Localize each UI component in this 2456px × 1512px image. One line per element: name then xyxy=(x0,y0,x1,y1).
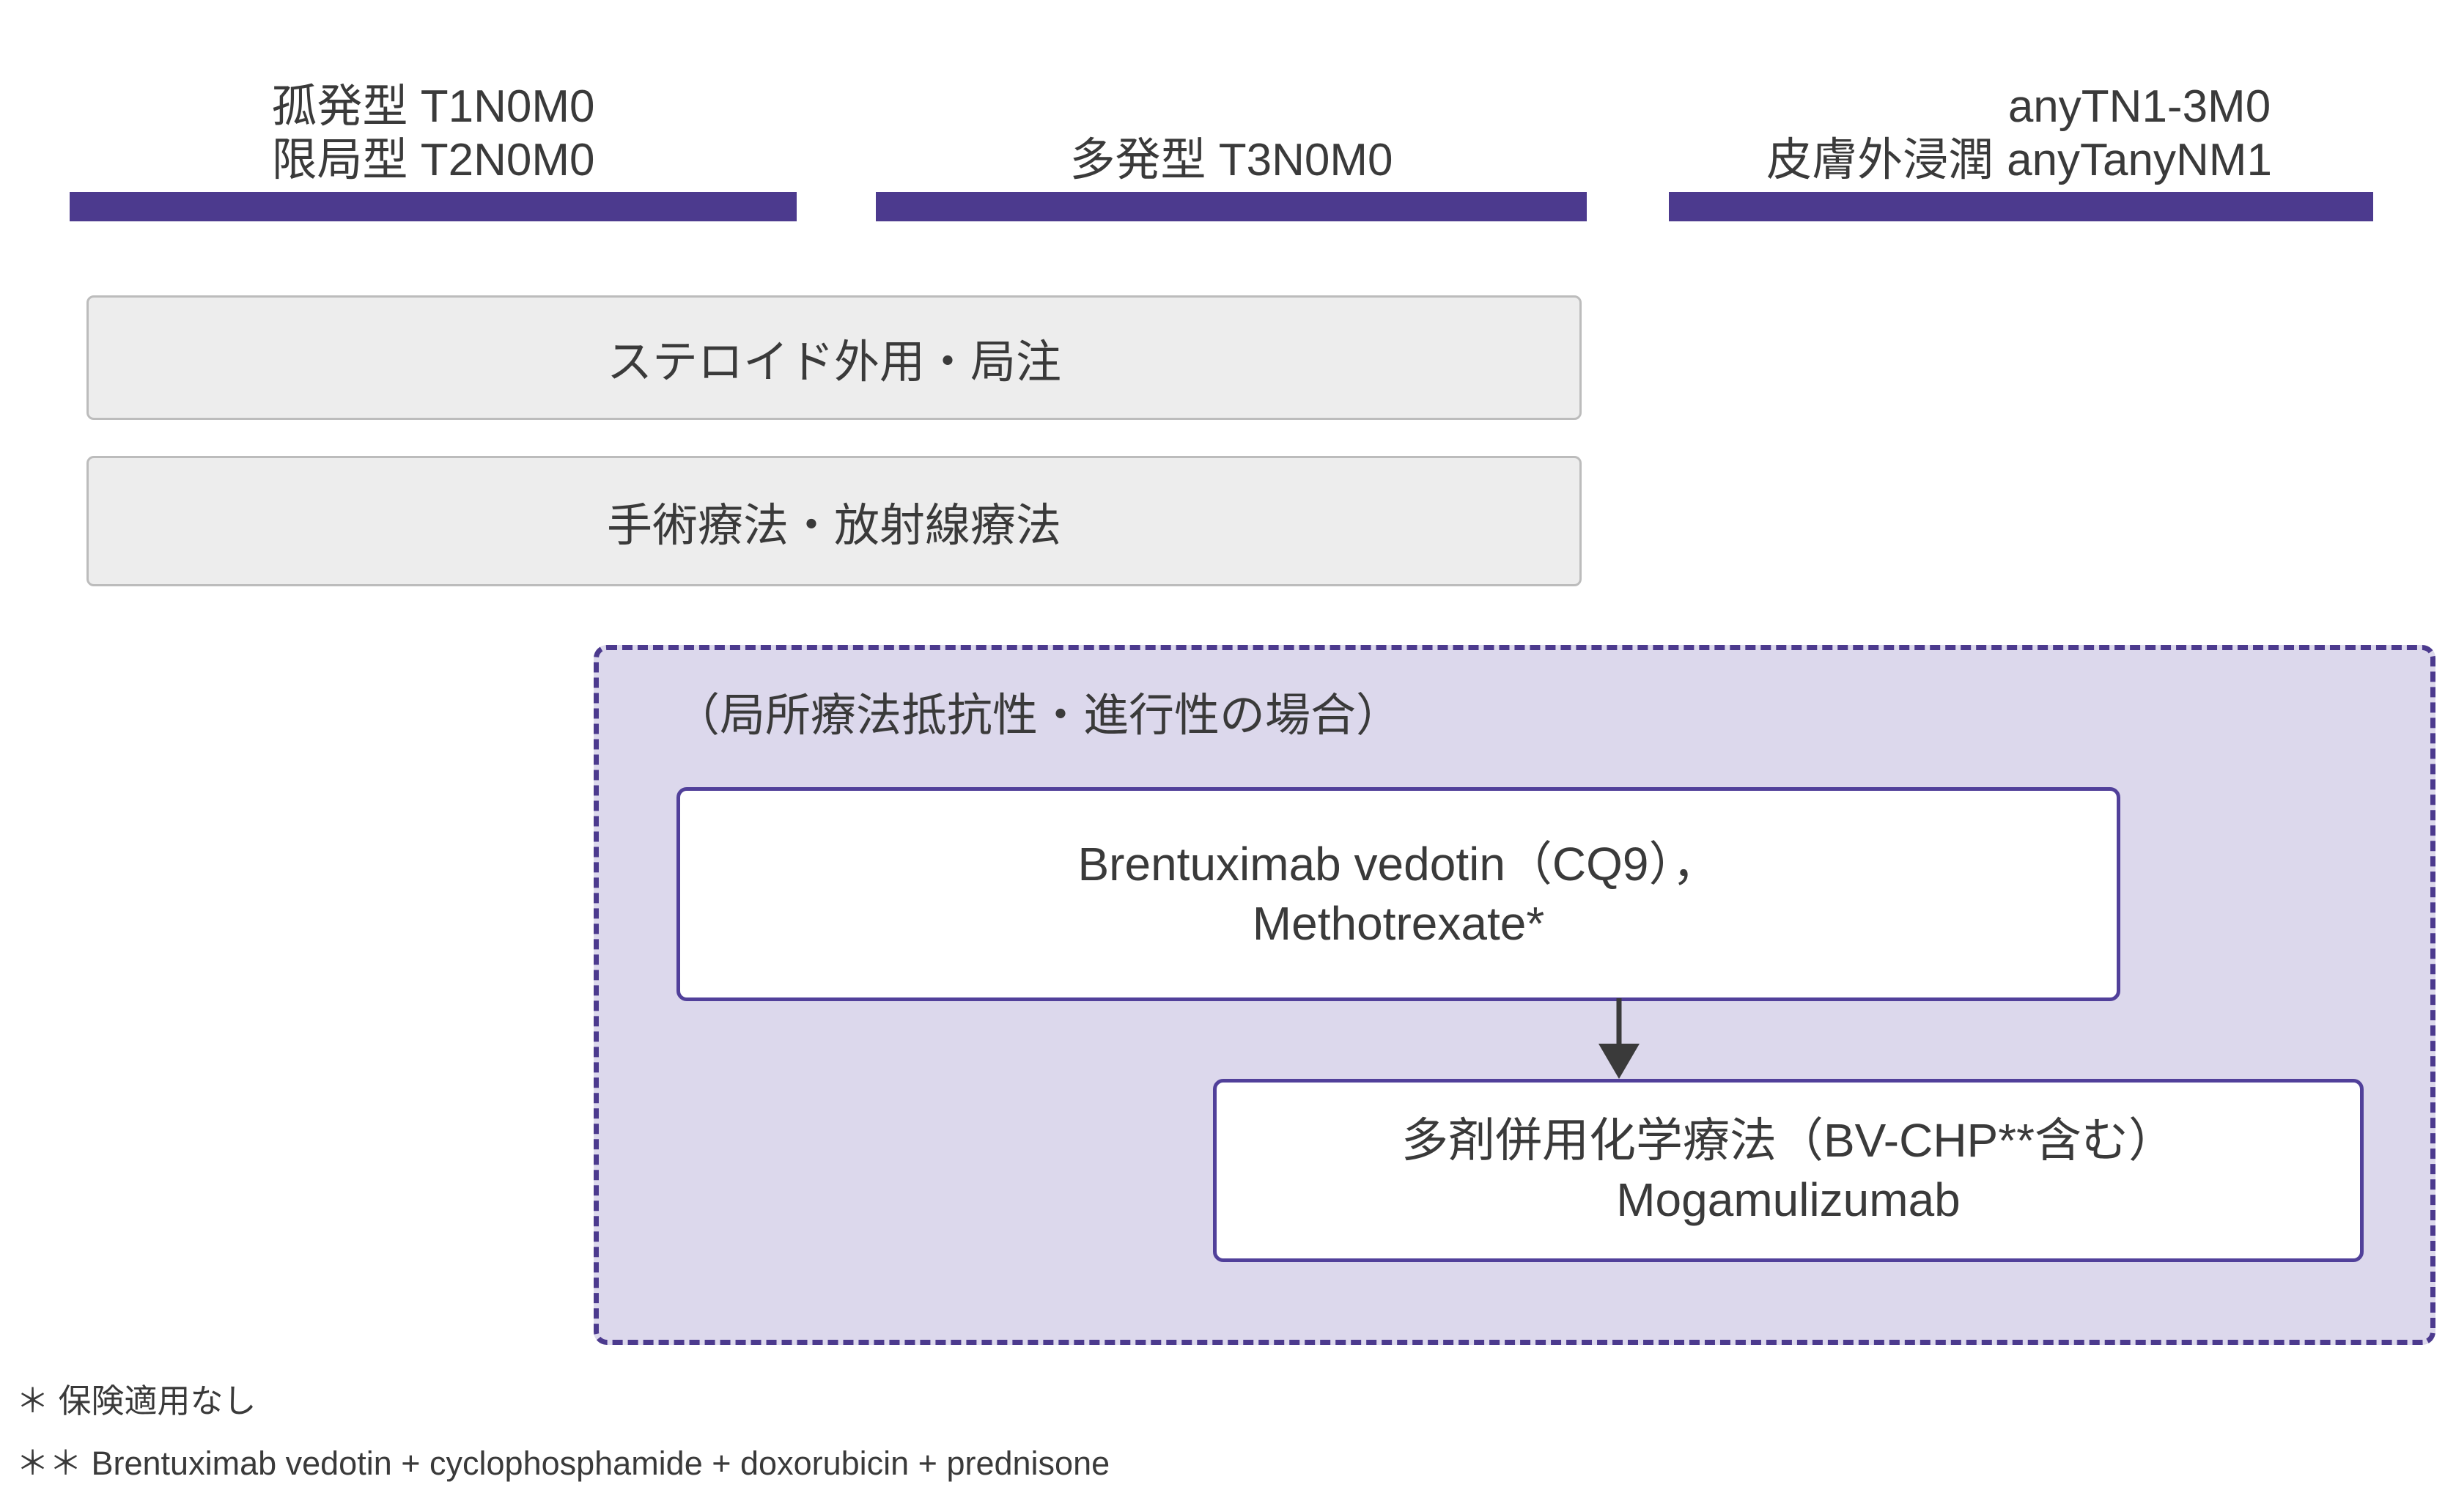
column-header-extracutaneous-label: 皮膚外浸潤 xyxy=(1766,134,1994,185)
column-header-line-1: anyTN1-3M0 xyxy=(2007,81,2271,132)
second-line-therapy-line-2: Mogamulizumab xyxy=(1616,1173,1961,1226)
refractory-region-title: （局所療法抵抗性・進行性の場合） xyxy=(674,690,1402,741)
footnote-double-asterisk: ＊＊ Brentuximab vedotin + cyclophosphamid… xyxy=(16,1445,1110,1482)
column-header-line-1: 多発型 T3N0M0 xyxy=(1069,134,1393,185)
column-header-extracutaneous-stage-lines: anyTN1-3M0 anyTanyNM1 xyxy=(2007,80,2272,187)
column-rule-multifocal xyxy=(876,192,1587,221)
second-line-therapy-box[interactable]: 多剤併用化学療法（BV-CHP**含む） Mogamulizumab xyxy=(1213,1079,2364,1262)
therapy-box-topical-steroid[interactable]: ステロイド外用・局注 xyxy=(86,295,1582,420)
second-line-therapy-line-1: 多剤併用化学療法（BV-CHP**含む） xyxy=(1401,1114,2176,1168)
column-header-line-2: 限局型 T2N0M0 xyxy=(271,134,595,185)
first-line-therapy-box[interactable]: Brentuximab vedotin（CQ9）， Methotrexate* xyxy=(676,787,2120,1001)
therapy-box-label: 手術療法・放射線療法 xyxy=(606,501,1061,551)
column-header-extracutaneous-inline: 皮膚外浸潤 anyTN1-3M0 anyTanyNM1 xyxy=(1766,80,2272,187)
column-rule-extracutaneous xyxy=(1669,192,2373,221)
footnote-single-asterisk: ＊ 保険適用なし xyxy=(16,1382,257,1420)
column-rule-solitary-localized xyxy=(70,192,797,221)
column-header-line-1: 孤発型 T1N0M0 xyxy=(271,81,595,132)
column-header-line-2: anyTanyNM1 xyxy=(2007,134,2272,185)
column-header-multifocal: 多発型 T3N0M0 xyxy=(876,7,1587,187)
column-header-solitary-localized: 孤発型 T1N0M0 限局型 T2N0M0 xyxy=(70,7,797,187)
column-header-multifocal-lines: 多発型 T3N0M0 xyxy=(1070,133,1393,187)
column-header-extracutaneous: 皮膚外浸潤 anyTN1-3M0 anyTanyNM1 xyxy=(1642,7,2397,187)
first-line-therapy-line-2: Methotrexate* xyxy=(1252,897,1545,950)
therapy-box-label: ステロイド外用・局注 xyxy=(606,337,1061,388)
first-line-therapy-line-1: Brentuximab vedotin（CQ9）， xyxy=(1077,838,1719,891)
therapy-box-surgery-radiation[interactable]: 手術療法・放射線療法 xyxy=(86,456,1582,586)
flow-arrow-down xyxy=(1583,998,1656,1080)
column-header-solitary-localized-lines: 孤発型 T1N0M0 限局型 T2N0M0 xyxy=(272,80,595,187)
